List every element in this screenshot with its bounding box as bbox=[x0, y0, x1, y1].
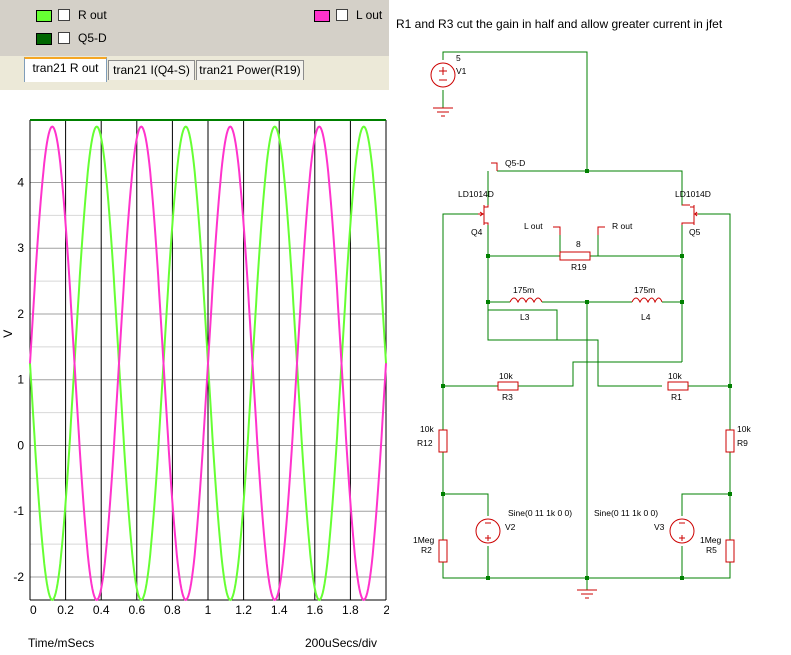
r12-label: R12 bbox=[417, 438, 433, 448]
legend-swatch-r-out bbox=[36, 10, 52, 22]
r19-value-label: 8 bbox=[576, 239, 581, 249]
v1-value-label: 5 bbox=[456, 53, 461, 63]
v2-value-label: Sine(0 11 1k 0 0) bbox=[508, 508, 572, 518]
x-scale-label: 200uSecs/div bbox=[305, 636, 378, 650]
x-tick-label: 0.6 bbox=[128, 603, 145, 617]
r9-label: R9 bbox=[737, 438, 748, 448]
r2-resistor-icon bbox=[438, 539, 448, 563]
r1-label: R1 bbox=[671, 392, 682, 402]
probe-l-out-icon bbox=[553, 226, 561, 235]
q5d-probe-label: Q5-D bbox=[505, 158, 525, 168]
legend-panel: R out Q5-D L out bbox=[0, 0, 389, 56]
x-axis-label: Time/mSecs bbox=[28, 636, 95, 650]
r5-label: R5 bbox=[706, 545, 717, 555]
probe-q5-d-icon bbox=[491, 162, 498, 171]
r9-value-label: 10k bbox=[737, 424, 751, 434]
v2-label: V2 bbox=[505, 522, 516, 532]
l3-inductor-icon bbox=[509, 297, 543, 304]
v2-source-icon bbox=[475, 518, 501, 544]
schematic-note: R1 and R3 cut the gain in half and allow… bbox=[396, 17, 723, 31]
q4-label: Q4 bbox=[471, 227, 483, 237]
legend-label-q5-d: Q5-D bbox=[78, 31, 107, 45]
x-tick-label: 0.2 bbox=[57, 603, 74, 617]
x-tick-label: 0.8 bbox=[164, 603, 181, 617]
r1-value-label: 10k bbox=[668, 371, 682, 381]
legend-swatch-q5-d bbox=[36, 33, 52, 45]
r19-resistor-icon bbox=[559, 251, 591, 261]
r12-value-label: 10k bbox=[420, 424, 434, 434]
r5-resistor-icon bbox=[725, 539, 735, 563]
legend-swatch-l-out bbox=[314, 10, 330, 22]
r2-value-label: 1Meg bbox=[413, 535, 435, 545]
tab-tran21-power-r19[interactable]: tran21 Power(R19) bbox=[196, 60, 304, 80]
q5-model-label: LD1014D bbox=[675, 189, 711, 199]
y-tick-label: 0 bbox=[17, 438, 24, 452]
r3-value-label: 10k bbox=[499, 371, 513, 381]
circuit-schematic[interactable]: 5 V1 Q5-D LD1014D LD1014D Q4 Q5 L out R … bbox=[390, 0, 791, 655]
schematic-labels: 5 V1 Q5-D LD1014D LD1014D Q4 Q5 L out R … bbox=[413, 53, 751, 555]
legend-label-l-out: L out bbox=[356, 8, 383, 22]
legend-checkbox-l-out[interactable] bbox=[336, 9, 348, 21]
v3-value-label: Sine(0 11 1k 0 0) bbox=[594, 508, 658, 518]
r3-resistor-icon bbox=[497, 381, 519, 391]
r2-label: R2 bbox=[421, 545, 432, 555]
r1-resistor-icon bbox=[667, 381, 689, 391]
y-tick-label: 3 bbox=[17, 241, 24, 255]
q5-label: Q5 bbox=[689, 227, 701, 237]
r5-value-label: 1Meg bbox=[700, 535, 722, 545]
l4-inductor-icon bbox=[631, 297, 663, 304]
x-tick-label: 2 bbox=[383, 603, 389, 617]
y-axis-label: V bbox=[1, 330, 15, 338]
schematic-junctions bbox=[441, 169, 732, 580]
y-tick-label: 4 bbox=[17, 175, 24, 189]
probe-r-out-icon bbox=[597, 226, 605, 235]
r3-label: R3 bbox=[502, 392, 513, 402]
legend-checkbox-r-out[interactable] bbox=[58, 9, 70, 21]
tab-tran21-i-q4-s[interactable]: tran21 I(Q4-S) bbox=[108, 60, 195, 80]
l3-label: L3 bbox=[520, 312, 530, 322]
v3-label: V3 bbox=[654, 522, 665, 532]
v1-label: V1 bbox=[456, 66, 467, 76]
x-tick-label: 1.6 bbox=[306, 603, 323, 617]
y-tick-label: -1 bbox=[13, 504, 24, 518]
x-tick-label: 1.2 bbox=[235, 603, 252, 617]
legend-checkbox-q5-d[interactable] bbox=[58, 32, 70, 44]
v1-source-icon bbox=[430, 62, 456, 88]
l4-label: L4 bbox=[641, 312, 651, 322]
x-tick-label: 1.4 bbox=[271, 603, 288, 617]
schematic-components bbox=[430, 62, 735, 599]
x-tick-label: 0.4 bbox=[93, 603, 110, 617]
x-tick-label: 1.8 bbox=[342, 603, 359, 617]
r-out-probe-label: R out bbox=[612, 221, 633, 231]
schematic-wires bbox=[442, 51, 731, 590]
r9-resistor-icon bbox=[725, 429, 735, 453]
l3-value-label: 175m bbox=[513, 285, 534, 295]
y-tick-label: -2 bbox=[13, 570, 24, 584]
y-tick-label: 1 bbox=[17, 373, 24, 387]
x-tick-label: 0 bbox=[30, 603, 37, 617]
series-line-l-out bbox=[29, 125, 387, 602]
y-tick-label: 2 bbox=[17, 307, 24, 321]
waveform-chart[interactable]: -2 -1 0 1 2 3 4V 0 0.2 0.4 0.6 0.8 1 1.2 1.4 1.6 1.8 2 bbox=[0, 90, 389, 635]
r19-label: R19 bbox=[571, 262, 587, 272]
q4-model-label: LD1014D bbox=[458, 189, 494, 199]
r12-resistor-icon bbox=[438, 429, 448, 453]
legend-label-r-out: R out bbox=[78, 8, 107, 22]
l-out-probe-label: L out bbox=[524, 221, 543, 231]
v3-source-icon bbox=[669, 518, 695, 544]
tab-bar: tran21 R out tran21 I(Q4-S) tran21 Power… bbox=[0, 56, 389, 90]
l4-value-label: 175m bbox=[634, 285, 655, 295]
x-tick-label: 1 bbox=[205, 603, 212, 617]
tab-tran21-r-out[interactable]: tran21 R out bbox=[24, 57, 107, 82]
